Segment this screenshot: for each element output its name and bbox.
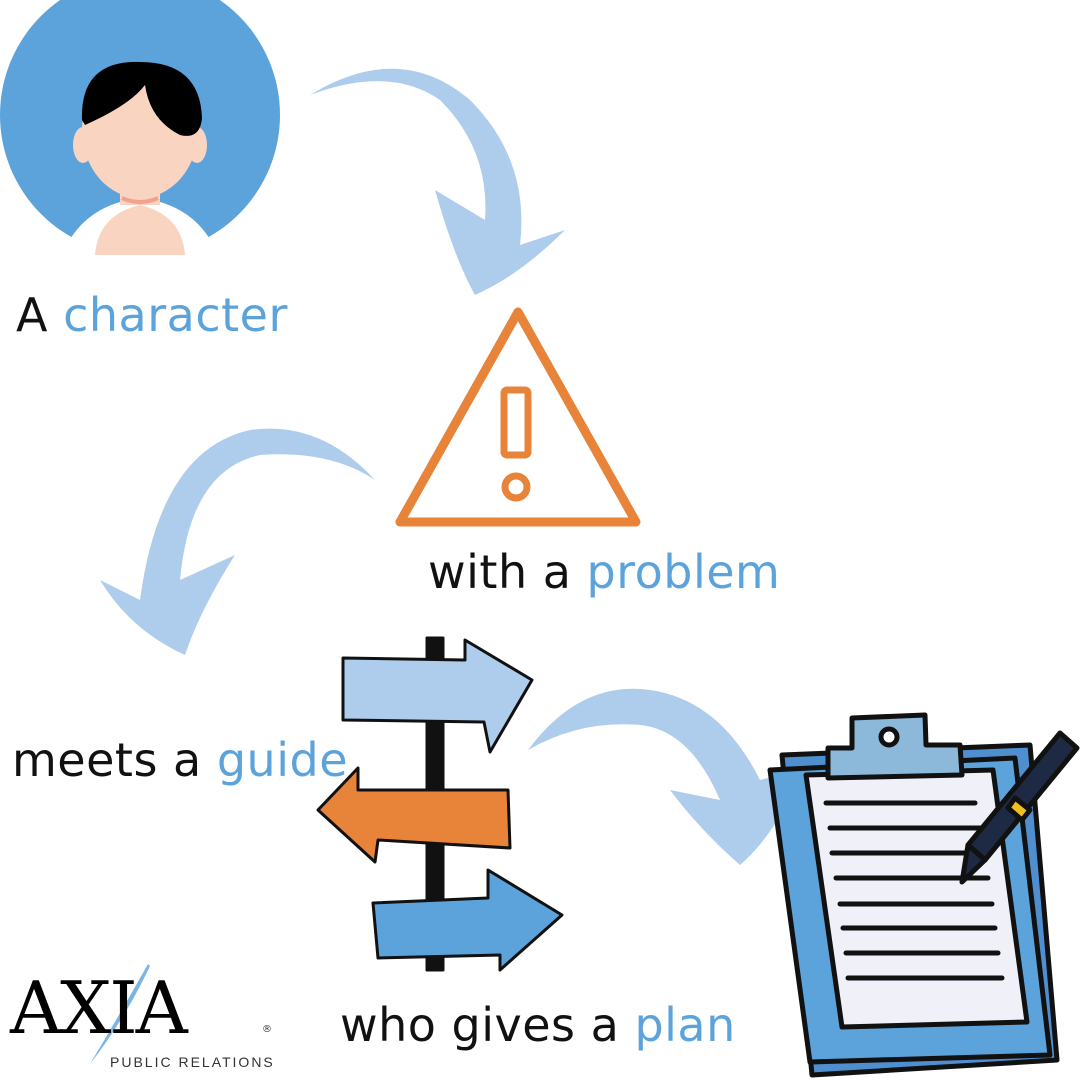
caption-guide: meets a guide [12,733,348,787]
character-avatar-icon [0,0,280,255]
curved-arrow-1 [310,68,565,295]
caption-highlight: plan [634,998,736,1052]
curved-arrow-3 [528,688,800,865]
caption-prefix: with a [428,545,587,599]
caption-highlight: character [63,288,288,342]
caption-problem: with a problem [428,545,780,599]
caption-character: A character [16,288,288,342]
caption-prefix: meets a [12,733,217,787]
signpost-guide-icon [316,636,564,972]
caption-prefix: who gives a [340,998,635,1052]
logo-swoosh-icon [90,964,150,1064]
caption-highlight: problem [586,545,781,599]
axia-logo: AXIA ® PUBLIC RELATIONS [10,964,273,1076]
logo-wordmark: AXIA [10,966,188,1050]
logo-subtitle: PUBLIC RELATIONS [110,1054,275,1070]
caption-prefix: A [16,288,64,342]
logo-registered: ® [262,1024,272,1035]
caption-highlight: guide [216,733,348,787]
curved-arrow-2 [100,428,375,655]
warning-triangle-icon [395,307,641,527]
caption-plan: who gives a plan [340,998,736,1052]
clipboard-plan-icon [767,712,1080,1078]
